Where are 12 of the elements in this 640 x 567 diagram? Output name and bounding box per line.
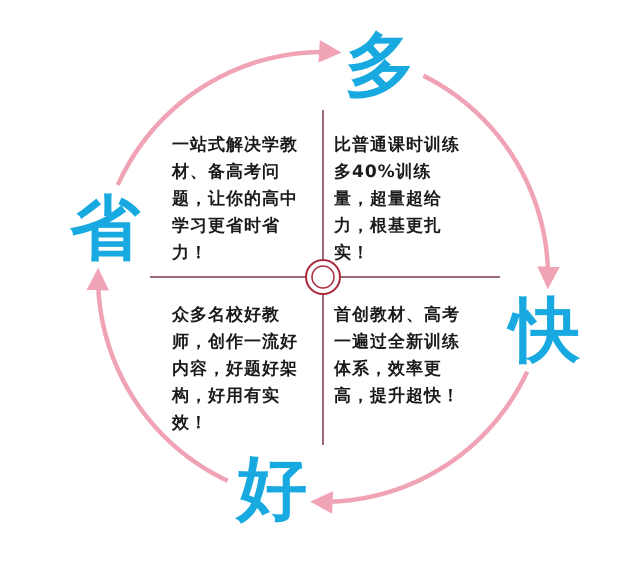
quadrant-text: 首创教材、高考一遍过全新训练体系，效率更高，提升超快！ — [334, 304, 461, 408]
quadrant-text: 比普通课时训练多40%训练量，超量超给力，根基更扎实！ — [334, 134, 461, 265]
quadrant-text: 一站式解决学教材、备高考问题，让你的高中学习更省时省力！ — [172, 134, 299, 265]
big-character: 省 — [65, 188, 145, 268]
big-character: 好 — [232, 448, 312, 528]
big-character: 多 — [340, 25, 420, 105]
arrow — [422, 74, 559, 290]
arrow — [116, 41, 342, 186]
arrow — [310, 370, 530, 513]
big-character: 快 — [505, 290, 585, 370]
quadrant-text: 众多名校好教师，创作一流好内容，好题好架构，好用有实效！ — [172, 304, 299, 435]
arrow — [88, 268, 229, 483]
